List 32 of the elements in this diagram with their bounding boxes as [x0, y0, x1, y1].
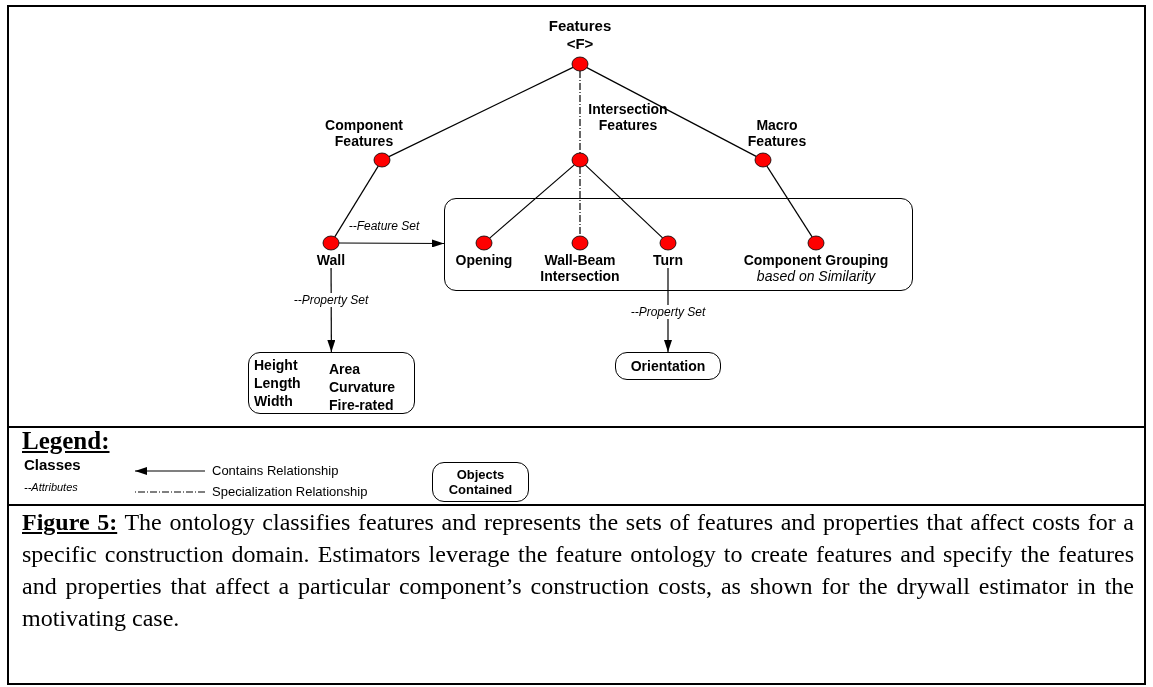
class-label: Features <F> [547, 17, 613, 53]
class-note: based on Similarity [755, 268, 877, 284]
legend-text: Specialization Relationship [212, 484, 368, 500]
legend-text: Contains Relationship [212, 463, 339, 479]
connector-line [489, 164, 575, 239]
class-label: Wall [315, 252, 347, 268]
connector-line [334, 165, 379, 238]
connector-line [584, 164, 664, 239]
class-label: Opening [454, 252, 514, 268]
legend-class-sample: Classes [24, 456, 81, 474]
legend-box-sample: Objects Contained [432, 462, 529, 502]
object-box: Orientation [615, 352, 721, 380]
legend-heading: Legend: [22, 426, 110, 456]
class-label: Wall-Beam Intersection [539, 252, 621, 284]
edge-label: --Property Set [628, 305, 708, 319]
connector-line [579, 166, 581, 237]
class-label: Component Features [324, 117, 404, 149]
connector-line [766, 165, 813, 238]
edge-label: --Property Set [291, 293, 371, 307]
connector-line [388, 66, 574, 158]
edge-label: --Feature Set [346, 219, 422, 233]
figure-caption: Figure 5: The ontology classifies features and represents the sets of features and properties that affect costs for a specific construction domain. Estimators leverage the feature ontology to create features and specify the features and properties that affect a particular component’s construction costs, as shown for the drywall estimator in the motivating case. [22, 508, 1134, 633]
group-box [444, 198, 913, 291]
arrow [338, 239, 445, 248]
class-label: Intersection Features [587, 101, 669, 133]
attribute-box: Height Length Width Area Curvature Fire-rated [248, 352, 415, 414]
class-label: Macro Features [746, 117, 808, 149]
legend-attribute-sample: --Attributes [24, 480, 78, 494]
connector-line [586, 67, 757, 157]
class-label: Turn [651, 252, 685, 268]
class-label: Component Grouping [742, 252, 890, 268]
arrow [327, 267, 336, 353]
